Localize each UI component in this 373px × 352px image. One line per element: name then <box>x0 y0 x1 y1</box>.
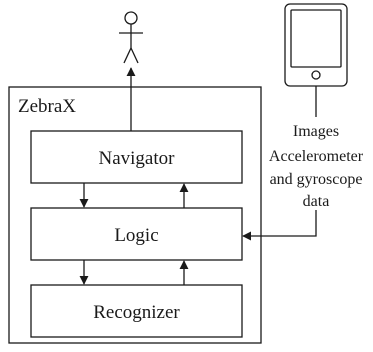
device-input-line2: Accelerometer <box>269 148 364 165</box>
device-input-line4: data <box>303 193 330 210</box>
recognizer-module: Recognizer <box>30 284 243 338</box>
device-input-line3: and gyroscope <box>270 171 363 188</box>
device-input-line1: Images <box>293 123 339 140</box>
device-to-logic-arrow-lower <box>242 210 317 241</box>
recognizer-label: Recognizer <box>93 302 180 323</box>
system-title: ZebraX <box>18 96 76 117</box>
user-icon <box>119 11 143 64</box>
logic-module: Logic <box>30 207 243 261</box>
logic-label: Logic <box>114 225 158 246</box>
tablet-icon <box>284 3 348 87</box>
device-inputs-label: Images Accelerometer and gyroscope data <box>269 123 364 210</box>
navigator-label: Navigator <box>99 148 176 169</box>
system-boundary <box>8 86 262 344</box>
navigator-module: Navigator <box>30 130 243 184</box>
